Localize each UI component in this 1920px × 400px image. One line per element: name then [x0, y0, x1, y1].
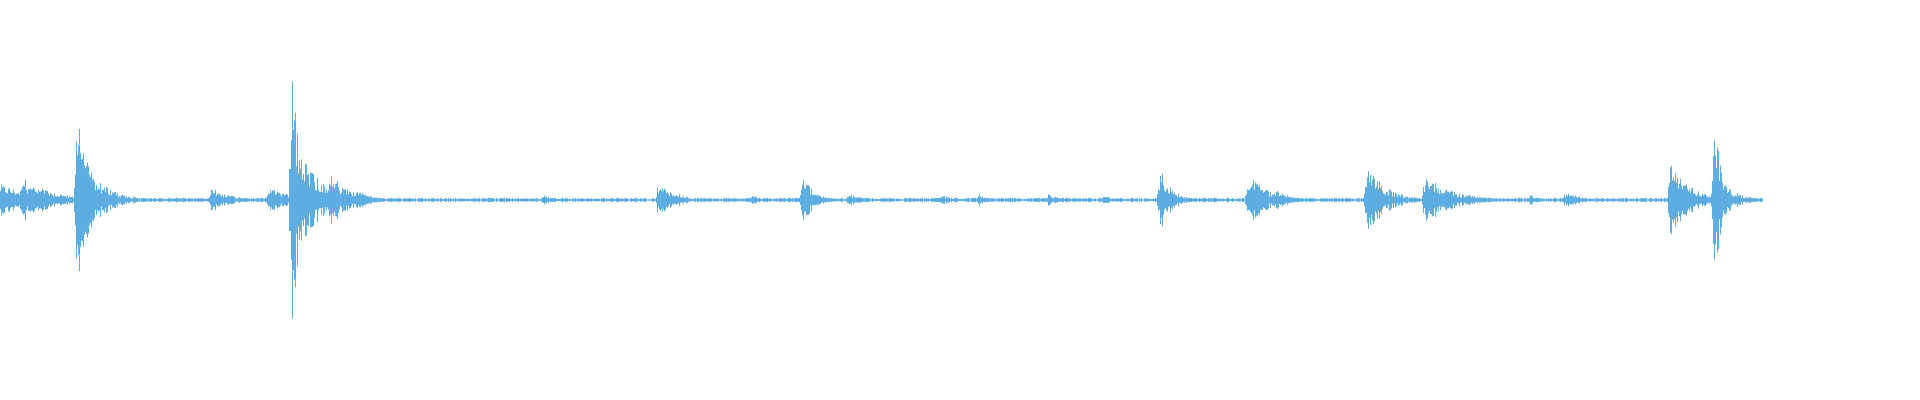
waveform-samples	[0, 81, 1763, 319]
